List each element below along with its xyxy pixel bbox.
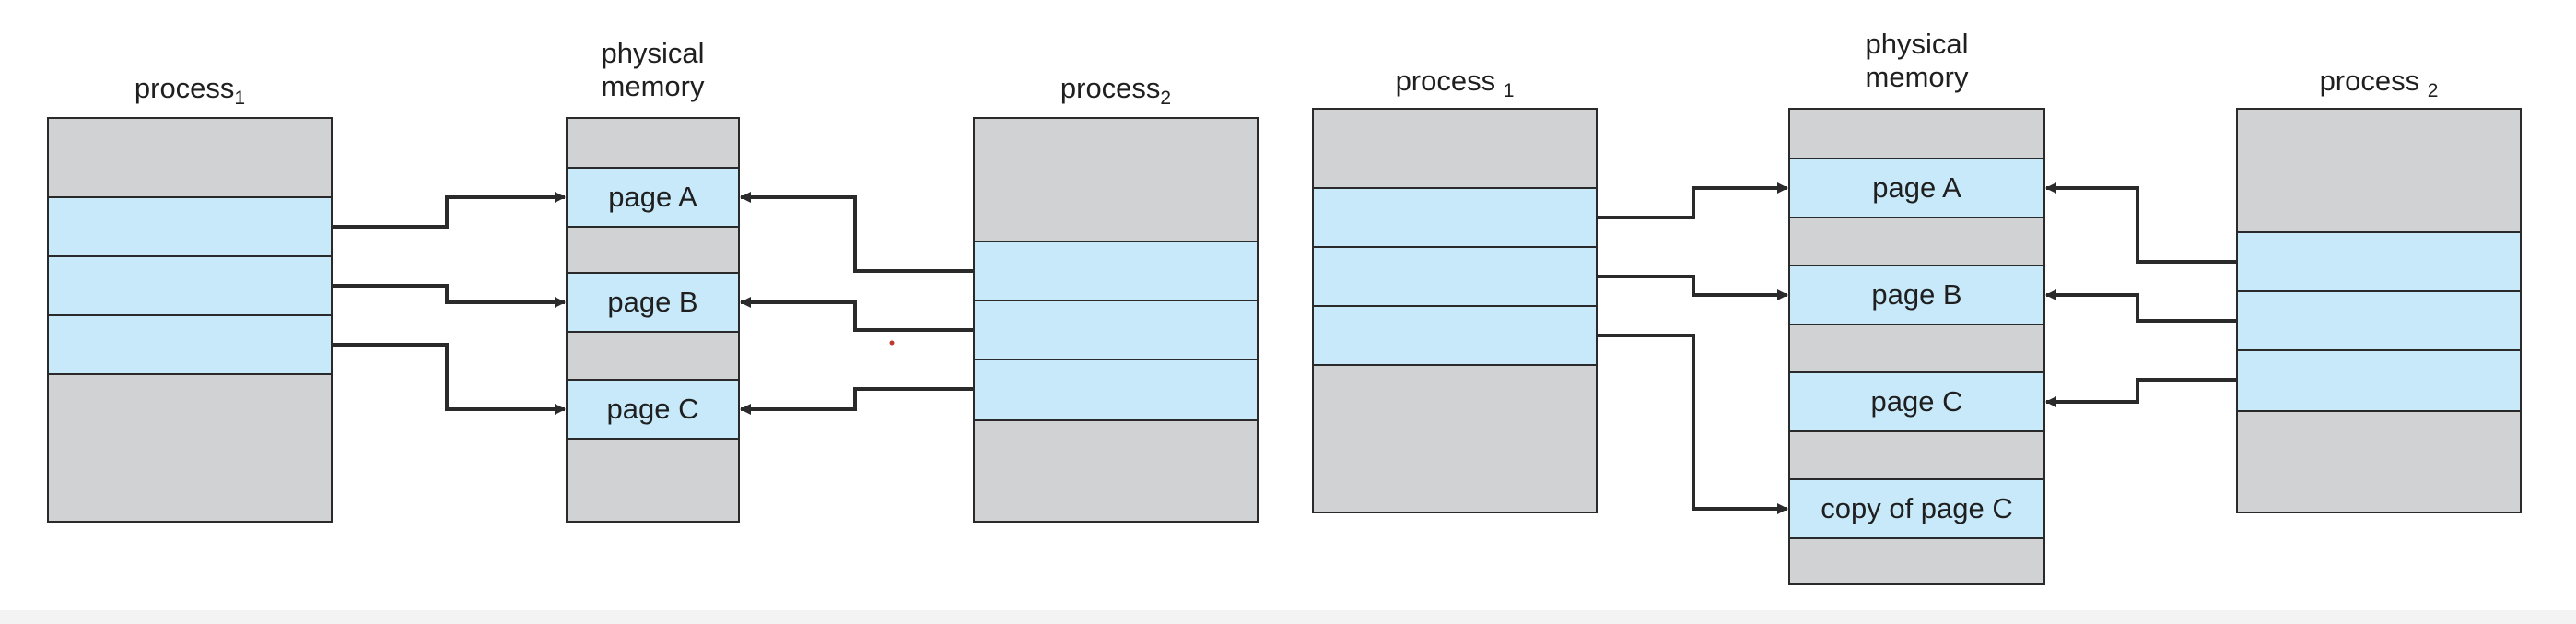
left-process1-name: process (134, 72, 235, 104)
left-process1-subscript: 1 (234, 88, 246, 110)
left-process1-entry-b (47, 255, 333, 316)
right-page-b-label: page B (1871, 278, 1962, 311)
left-process2-label: process2 (974, 72, 1258, 115)
left-p2-arrow-c (740, 387, 974, 415)
left-process1-label: process1 (48, 72, 332, 115)
right-process2-label: process 2 (2237, 65, 2521, 108)
right-physical-memory-label: physical memory (1808, 28, 2026, 94)
right-process2-entry-b (2236, 290, 2522, 351)
left-p1-arrow-b (332, 284, 566, 308)
right-process1-entry-a (1312, 187, 1598, 248)
right-process1-entry-b (1312, 246, 1598, 307)
left-p2-arrow-a (740, 192, 974, 273)
left-physical-memory-line1: physical (601, 37, 705, 69)
right-process2-subscript: 2 (2427, 80, 2439, 102)
left-physical-memory-label: physical memory (544, 37, 762, 103)
left-process2-table (973, 117, 1259, 523)
left-page-c-frame (566, 379, 740, 440)
left-page-b-frame (566, 272, 740, 333)
left-physical-memory-table (566, 117, 740, 523)
right-p2-arrow-b (2045, 289, 2237, 323)
right-process1-subscript: 1 (1503, 80, 1515, 102)
right-process1-name: process (1395, 65, 1496, 97)
left-process2-subscript: 2 (1160, 88, 1172, 110)
right-physical-memory-line2: memory (1865, 61, 1969, 93)
left-p1-arrow-c (332, 343, 566, 415)
right-physical-memory-line1: physical (1865, 28, 1969, 60)
left-p1-arrow-a (332, 192, 566, 229)
left-process2-entry-b (973, 300, 1259, 360)
left-page-c-label: page C (606, 393, 699, 425)
right-process2-entry-a (2236, 231, 2522, 292)
right-physical-memory-table (1788, 108, 2045, 585)
right-process1-entry-c (1312, 305, 1598, 366)
diagram-canvas (47, 108, 2522, 585)
left-page-a-frame (566, 167, 740, 228)
left-process2-entry-a (973, 241, 1259, 301)
right-p2-arrow-c (2045, 378, 2237, 407)
left-p2-arrow-b (740, 297, 974, 332)
right-p1-arrow-a (1597, 182, 1788, 219)
right-process1-table (1312, 108, 1598, 513)
left-physical-memory-line2: memory (601, 70, 705, 102)
right-p1-arrow-c (1597, 334, 1788, 514)
stray-dot (889, 340, 895, 346)
left-process2-entry-c (973, 359, 1259, 421)
right-page-c-copy-label: copy of page C (1821, 492, 2013, 524)
right-process2-name: process (2319, 65, 2420, 97)
right-page-a-frame (1788, 158, 2045, 218)
right-page-c-copy-frame (1788, 478, 2045, 539)
left-process1-table (47, 117, 333, 523)
right-process2-entry-c (2236, 349, 2522, 412)
right-page-c-label: page C (1870, 385, 1963, 418)
left-page-a-label: page A (608, 181, 697, 213)
left-page-b-label: page B (607, 286, 698, 318)
left-process2-name: process (1060, 72, 1161, 104)
right-page-c-frame (1788, 371, 2045, 432)
right-p1-arrow-b (1597, 275, 1788, 300)
right-process1-label: process 1 (1313, 65, 1597, 108)
right-page-a-label: page A (1872, 171, 1961, 204)
left-process1-entry-a (47, 196, 333, 257)
right-page-b-frame (1788, 265, 2045, 325)
right-p2-arrow-a (2045, 182, 2237, 264)
right-process2-table (2236, 108, 2522, 513)
bottom-strip (0, 610, 2576, 624)
left-process1-entry-c (47, 314, 333, 375)
